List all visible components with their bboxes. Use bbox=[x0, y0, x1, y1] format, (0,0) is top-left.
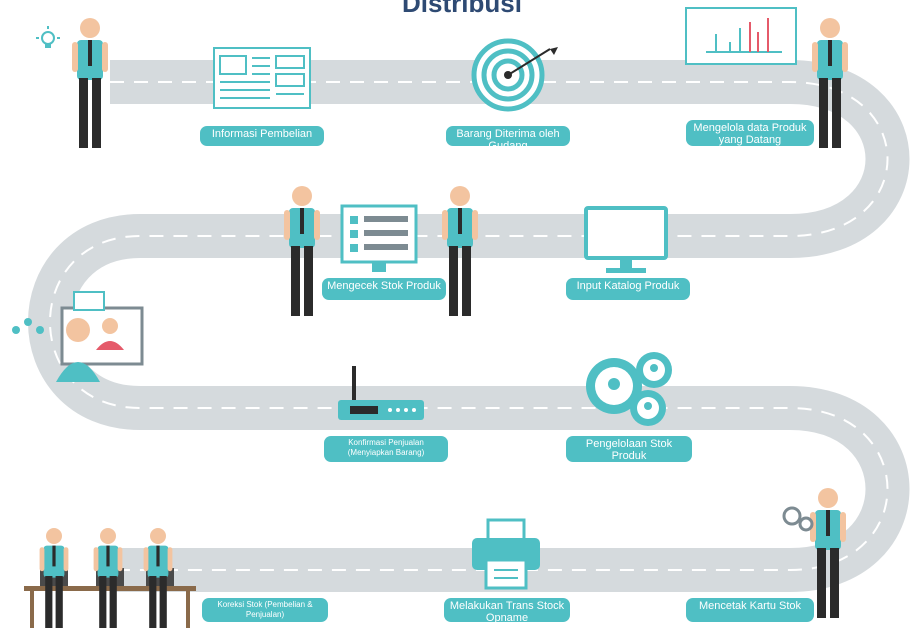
step-label-input-katalog: Input Katalog Produk bbox=[566, 278, 690, 300]
screen-icon bbox=[340, 204, 418, 272]
chart-board-icon bbox=[685, 7, 797, 65]
person-figure bbox=[284, 186, 320, 316]
step-label-pengelolaan-stok: Pengelolaan Stok Produk bbox=[566, 436, 692, 462]
lightbulb-icon bbox=[36, 26, 60, 48]
page-title: Distribusi bbox=[402, 0, 522, 18]
step-label-stock-opname: Melakukan Trans Stock Opname bbox=[444, 598, 570, 622]
person-figure bbox=[72, 18, 108, 148]
step-label-barang-diterima: Barang Diterima oleh Gudang bbox=[446, 126, 570, 146]
person-figure bbox=[143, 528, 173, 628]
person-figure bbox=[39, 528, 69, 628]
document-icon bbox=[213, 47, 311, 109]
router-icon bbox=[338, 366, 424, 420]
road bbox=[28, 60, 910, 592]
person-figure bbox=[812, 18, 848, 148]
gears-icon bbox=[586, 352, 672, 426]
person-figure bbox=[442, 186, 478, 316]
step-label-mengecek-stok: Mengecek Stok Produk bbox=[322, 278, 446, 300]
step-label-konfirmasi-penjualan: Konfirmasi Penjualan (Menyiapkan Barang) bbox=[324, 436, 448, 462]
step-label-koreksi-stok: Koreksi Stok (Pembelian & Penjualan) bbox=[202, 598, 328, 622]
person-figure bbox=[93, 528, 123, 628]
target-icon bbox=[471, 38, 558, 112]
monitor-icon bbox=[584, 206, 668, 273]
person-figure bbox=[810, 488, 846, 618]
people-layer bbox=[39, 18, 848, 628]
gears-small-icon bbox=[782, 506, 814, 532]
step-label-mencetak-kartu: Mencetak Kartu Stok bbox=[686, 598, 814, 622]
step-label-mengelola-data: Mengelola data Produk yang Datang bbox=[686, 120, 814, 146]
printer-icon bbox=[472, 518, 540, 590]
step-label-informasi-pembelian: Informasi Pembelian bbox=[200, 126, 324, 146]
video-call-icon bbox=[12, 291, 144, 382]
